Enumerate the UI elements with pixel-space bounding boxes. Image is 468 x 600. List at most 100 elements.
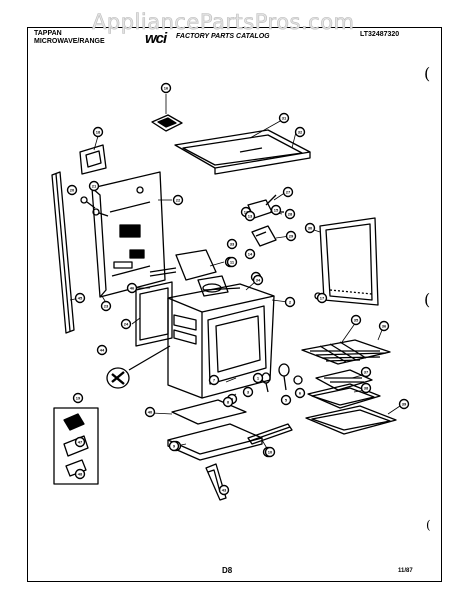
part-callout-9: 9 xyxy=(168,440,180,452)
top-bracket xyxy=(79,144,107,175)
drip-tongs xyxy=(205,463,227,501)
oven-door-liner xyxy=(135,267,177,347)
side-panel-right xyxy=(314,217,379,306)
part-callout-16: 16 xyxy=(160,82,172,94)
part-callout-5: 5 xyxy=(280,394,292,406)
part-callout-number: 24 xyxy=(124,321,129,326)
part-callout-2: 2 xyxy=(284,296,296,308)
part-callout-38: 38 xyxy=(360,382,372,394)
part-callout-1: 1 xyxy=(252,372,264,384)
part-callout-8: 8 xyxy=(222,396,234,408)
part-callout-3: 3 xyxy=(242,386,254,398)
part-callout-number: 22 xyxy=(176,197,181,202)
binder-mark-middle: ( xyxy=(424,290,431,309)
burner-tube xyxy=(247,423,293,445)
part-callout-number: 14 xyxy=(248,251,253,256)
part-callout-29: 29 xyxy=(285,230,297,242)
oven-rack xyxy=(301,339,391,365)
part-callout-number: 6 xyxy=(299,390,302,395)
part-callout-36: 36 xyxy=(378,320,390,332)
page-number: D8 xyxy=(222,566,233,575)
side-trim-strip xyxy=(51,171,75,334)
part-callout-number: 27 xyxy=(286,189,291,194)
part-callout-number: 9 xyxy=(173,443,176,448)
part-callout-32: 32 xyxy=(294,126,306,138)
broiler-grid xyxy=(315,369,373,391)
part-callout-number: 1 xyxy=(257,375,260,380)
broiler-pan-lid xyxy=(175,249,229,297)
part-callout-number: 31 xyxy=(282,115,287,120)
part-callout-44: 44 xyxy=(96,344,108,356)
product-type: MICROWAVE/RANGE xyxy=(34,38,105,45)
part-callout-number: 33 xyxy=(230,241,235,246)
part-callout-39: 39 xyxy=(398,398,410,410)
part-callout-number: 12 xyxy=(244,209,249,214)
drawer-bottom xyxy=(305,405,397,435)
part-callout-43: 43 xyxy=(218,484,230,496)
part-callout-15: 15 xyxy=(270,204,282,216)
part-callout-number: 48 xyxy=(78,471,83,476)
part-callout-number: 45 xyxy=(78,295,83,300)
part-callout-number: 29 xyxy=(289,233,294,238)
part-callout-22: 22 xyxy=(172,194,184,206)
valve-and-fittings xyxy=(261,363,303,393)
rear-panel xyxy=(91,171,166,298)
part-callout-number: 39 xyxy=(402,401,407,406)
bottom-plate xyxy=(167,399,263,461)
part-callout-number: 13 xyxy=(248,213,253,218)
part-callout-number: 38 xyxy=(364,385,369,390)
part-callout-number: 5 xyxy=(285,397,288,402)
part-callout-number: 21 xyxy=(92,183,97,188)
part-callout-24: 24 xyxy=(120,318,132,330)
brand-name: TAPPAN xyxy=(34,30,62,37)
part-callout-number: 3 xyxy=(247,389,250,394)
part-callout-number: 23 xyxy=(104,303,109,308)
part-callout-34: 34 xyxy=(252,274,264,286)
part-callout-48: 48 xyxy=(74,468,86,480)
part-callout-46: 46 xyxy=(126,282,138,294)
panel-clip xyxy=(151,114,183,132)
part-callout-number: 30 xyxy=(308,225,313,230)
part-callout-21: 21 xyxy=(88,180,100,192)
part-callout-47: 47 xyxy=(74,436,86,448)
part-callout-number: 15 xyxy=(274,207,279,212)
broiler-pan xyxy=(307,383,381,409)
part-callout-30: 30 xyxy=(304,222,316,234)
wci-logo: wci xyxy=(145,30,167,47)
part-callout-number: 34 xyxy=(256,277,261,282)
burner-igniter xyxy=(106,345,171,389)
part-callout-number: 47 xyxy=(78,439,83,444)
part-callout-number: 40 xyxy=(148,409,153,414)
part-callout-18: 18 xyxy=(92,126,104,138)
part-callout-number: 36 xyxy=(382,323,387,328)
part-callout-number: 11 xyxy=(230,259,235,264)
part-callout-13: 13 xyxy=(244,210,256,222)
part-callout-number: 35 xyxy=(354,317,359,322)
part-callout-number: 37 xyxy=(364,369,369,374)
part-callout-31: 31 xyxy=(278,112,290,124)
part-callout-number: 32 xyxy=(298,129,303,134)
part-callout-10: 10 xyxy=(264,446,276,458)
part-callout-number: 17 xyxy=(320,295,325,300)
part-callout-28: 28 xyxy=(284,208,296,220)
part-callout-17: 17 xyxy=(316,292,328,304)
callout-layer: 1618192021222324252627282930313233343536… xyxy=(66,82,410,496)
page-border xyxy=(27,27,442,582)
part-callout-40: 40 xyxy=(144,406,156,418)
part-callout-number: 19 xyxy=(76,395,81,400)
catalog-title: FACTORY PARTS CATALOG xyxy=(176,33,270,40)
part-callout-number: 46 xyxy=(130,285,135,290)
part-callout-number: 16 xyxy=(164,85,169,90)
part-callout-11: 11 xyxy=(226,256,238,268)
part-callout-33: 33 xyxy=(226,238,238,250)
part-callout-19: 19 xyxy=(72,392,84,404)
part-callout-14: 14 xyxy=(244,248,256,260)
part-callout-6: 6 xyxy=(294,387,306,399)
parts-inset xyxy=(53,407,99,485)
part-callout-number: 18 xyxy=(96,129,101,134)
part-callout-number: 20 xyxy=(70,187,75,192)
part-callout-number: 43 xyxy=(222,487,227,492)
part-callout-7: 7 xyxy=(208,374,220,386)
